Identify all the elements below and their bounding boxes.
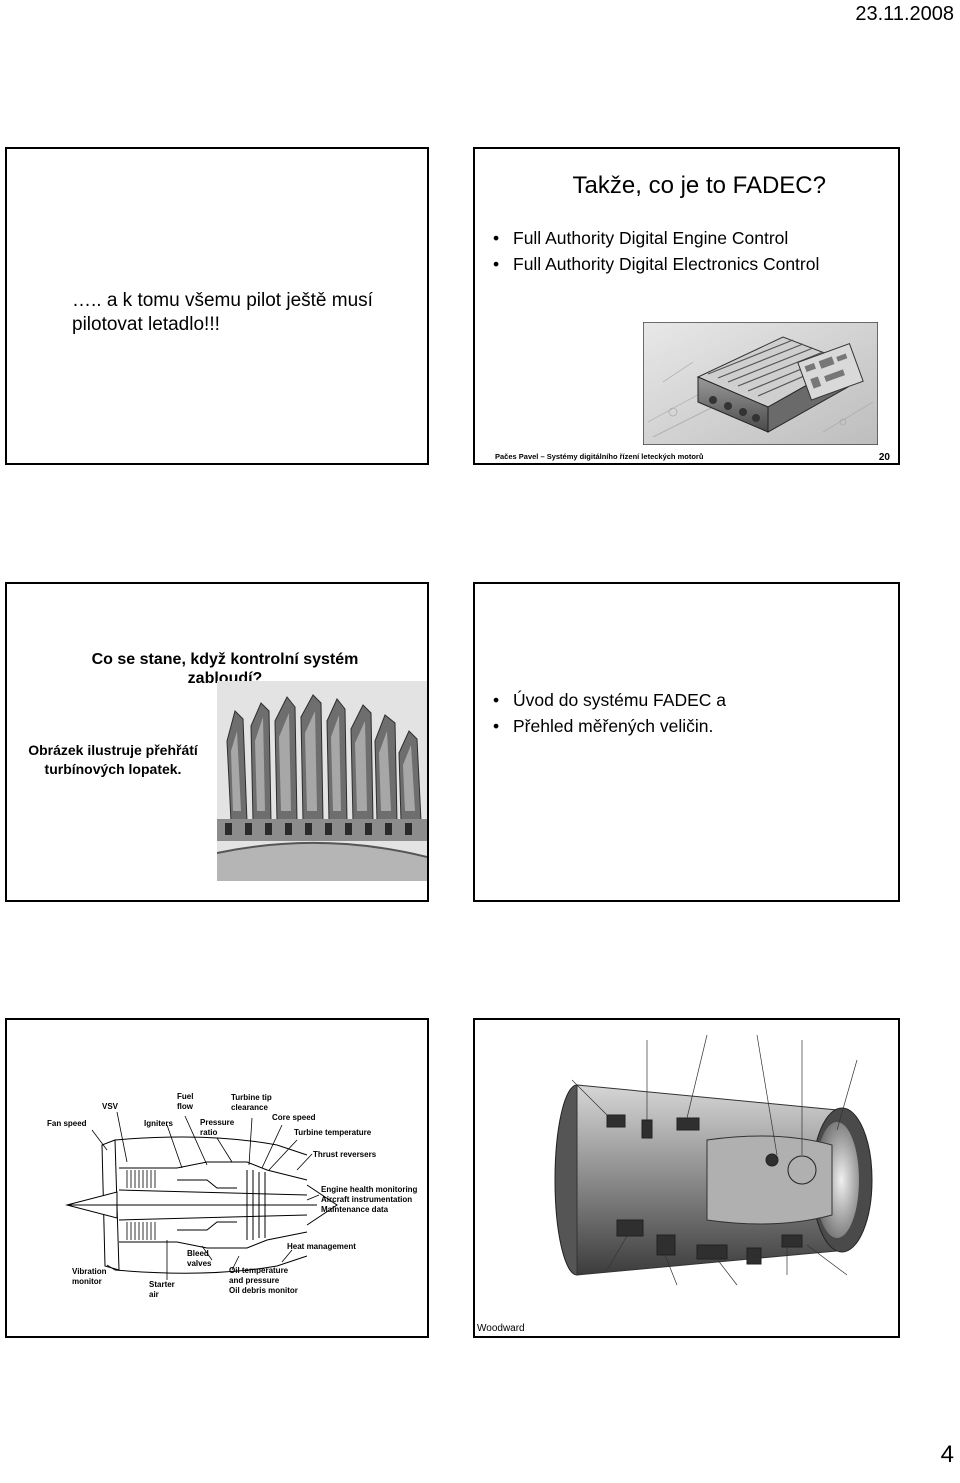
slide-2-bullets: Full Authority Digital Engine Control Fu… <box>489 225 819 277</box>
slide-1-text: ….. a k tomu všemu pilot ještě musí pilo… <box>72 289 392 337</box>
label-igniters: Igniters <box>144 1119 173 1129</box>
label-oil-debris: Oil debris monitor <box>229 1286 298 1296</box>
slide-2: Takže, co je to FADEC? Full Authority Di… <box>473 147 900 465</box>
bullet-item: Full Authority Digital Engine Control <box>489 225 819 251</box>
slide-2-title: Takže, co je to FADEC? <box>573 172 826 200</box>
label-vibration-monitor: Vibration monitor <box>72 1267 112 1287</box>
label-turbine-temperature: Turbine temperature <box>294 1128 371 1138</box>
slide-4-bullets: Úvod do systému FADEC a Přehled měřených… <box>489 687 726 739</box>
slide-2-number: 20 <box>879 452 890 463</box>
engine-components-illustration <box>547 1020 897 1338</box>
label-oil-temperature: Oil temperature and pressure <box>229 1266 299 1286</box>
label-turbine-tip-clearance: Turbine tip clearance <box>231 1093 291 1113</box>
slide-4: Úvod do systému FADEC a Přehled měřených… <box>473 582 900 902</box>
slide-2-footer: Pačes Pavel – Systémy digitálního řízení… <box>495 452 703 461</box>
page-number: 4 <box>941 1441 954 1469</box>
fadec-unit-photo <box>643 322 878 445</box>
document-date: 23.11.2008 <box>855 3 954 26</box>
label-thrust-reversers: Thrust reversers <box>313 1150 376 1160</box>
label-maintenance-data: Maintenance data <box>321 1205 388 1215</box>
slide-5: Fan speed VSV Igniters Fuel flow Pressur… <box>5 1018 429 1338</box>
label-vsv: VSV <box>102 1102 118 1112</box>
slide-6: Woodward <box>473 1018 900 1338</box>
slide-3-caption: Obrázek ilustruje přehřátí turbínových l… <box>17 741 209 779</box>
label-starter-air: Starter air <box>149 1280 179 1300</box>
slide-3: Co se stane, když kontrolní systém zablo… <box>5 582 429 902</box>
label-fan-speed: Fan speed <box>47 1119 87 1129</box>
bullet-item: Full Authority Digital Electronics Contr… <box>489 251 819 277</box>
turbine-blades-photo <box>217 681 427 881</box>
label-bleed-valves: Bleed valves <box>187 1249 217 1269</box>
label-heat-management: Heat management <box>287 1242 356 1252</box>
slide-1: ….. a k tomu všemu pilot ještě musí pilo… <box>5 147 429 465</box>
label-aircraft-instrumentation: Aircraft instrumentation <box>321 1195 412 1205</box>
bullet-item: Úvod do systému FADEC a <box>489 687 726 713</box>
image-credit: Woodward <box>477 1323 525 1334</box>
engine-sensor-diagram <box>7 1020 427 1336</box>
label-fuel-flow: Fuel flow <box>177 1092 203 1112</box>
label-pressure-ratio: Pressure ratio <box>200 1118 242 1138</box>
bullet-item: Přehled měřených veličin. <box>489 713 726 739</box>
label-engine-health: Engine health monitoring <box>321 1185 417 1195</box>
label-core-speed: Core speed <box>272 1113 316 1123</box>
